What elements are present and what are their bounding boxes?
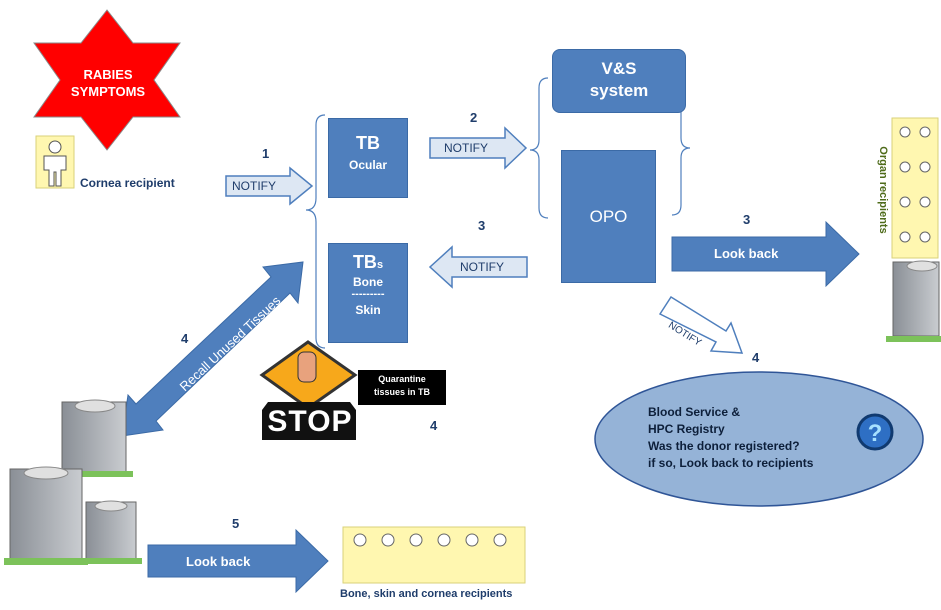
organ-recipients-label: Organ recipients — [877, 146, 889, 234]
step-number-3-right: 3 — [743, 212, 751, 227]
notify-label-3: NOTIFY — [460, 260, 504, 274]
opo-bracket-right — [671, 99, 691, 216]
opo-label: OPO — [589, 207, 628, 226]
bottom-recipients-icon — [342, 526, 526, 584]
stop-label: STOP — [267, 405, 353, 438]
cornea-recipient-icon — [35, 135, 75, 189]
tb-ocular-subtitle: Ocular — [348, 158, 387, 172]
tbs-box: TBs Bone --------- Skin — [328, 243, 408, 343]
step-number-1: 1 — [262, 146, 270, 161]
tbs-bone: Bone — [353, 275, 383, 289]
quarantine-text: Quarantine tissues in TB — [358, 373, 446, 399]
step-number-4-right: 4 — [752, 350, 760, 365]
step-number-5: 5 — [232, 516, 240, 531]
blood-service-text: Blood Service & HPC Registry Was the don… — [648, 404, 813, 472]
arrow-notify-4 — [658, 295, 744, 354]
opo-box: OPO — [561, 150, 656, 283]
blood-service-line4: if so, Look back to recipients — [648, 456, 814, 470]
bottom-recipients-label: Bone, skin and cornea recipients — [340, 588, 513, 600]
star-label-line2: SYMPTOMS — [70, 84, 146, 99]
vs-system-box: V&S system — [552, 49, 686, 113]
svg-text:?: ? — [868, 420, 883, 447]
quarantine-box — [358, 370, 446, 405]
step-number-3-left: 3 — [478, 218, 486, 233]
opo-bracket-left — [529, 77, 549, 219]
vs-system-line1: V&S — [601, 59, 637, 78]
rabies-star-shape — [33, 9, 181, 151]
notify-label-2: NOTIFY — [444, 141, 488, 155]
hospital-right-icon — [886, 260, 941, 342]
look-back-organ-label: Look back — [714, 246, 779, 261]
cornea-recipient-label: Cornea recipient — [80, 176, 175, 190]
blood-service-line3: Was the donor registered? — [648, 439, 800, 453]
tb-bracket — [305, 114, 326, 349]
notify-label-1: NOTIFY — [232, 179, 276, 193]
tbs-dashes: --------- — [351, 288, 385, 300]
star-label-line1: RABIES — [83, 67, 133, 82]
question-icon: ? — [856, 413, 894, 451]
tb-ocular-title: TB — [356, 133, 380, 153]
tbs-skin: Skin — [355, 303, 381, 317]
hospital-left-top-icon — [55, 399, 133, 477]
arrow-look-back-bottom — [147, 528, 329, 594]
hospital-left-mid-icon — [4, 466, 88, 565]
tbs-subscript: s — [376, 259, 384, 271]
blood-service-line1: Blood Service & — [648, 405, 741, 419]
tbs-title: TB — [352, 252, 377, 272]
vs-system-line2: system — [589, 81, 649, 100]
quarantine-line2: tissues in TB — [373, 387, 430, 397]
quarantine-line1: Quarantine — [378, 374, 426, 384]
stop-sign-icon — [259, 340, 358, 440]
step-number-4-left: 4 — [181, 331, 189, 346]
hospital-left-bottom-icon — [80, 500, 142, 564]
organ-recipients-icon — [891, 117, 939, 259]
arrow-notify-3 — [428, 245, 528, 289]
step-number-2: 2 — [470, 110, 478, 125]
blood-service-line2: HPC Registry — [648, 422, 725, 436]
look-back-bottom-label: Look back — [186, 554, 251, 569]
arrow-notify-2 — [429, 126, 528, 170]
tb-ocular-box: TB Ocular — [328, 118, 408, 198]
blood-service-ellipse — [594, 371, 924, 507]
tbs-title-wrap: TBs — [329, 252, 407, 273]
arrow-notify-1 — [225, 166, 314, 206]
step-number-4-stop: 4 — [430, 418, 438, 433]
arrow-look-back-organ — [671, 220, 860, 288]
